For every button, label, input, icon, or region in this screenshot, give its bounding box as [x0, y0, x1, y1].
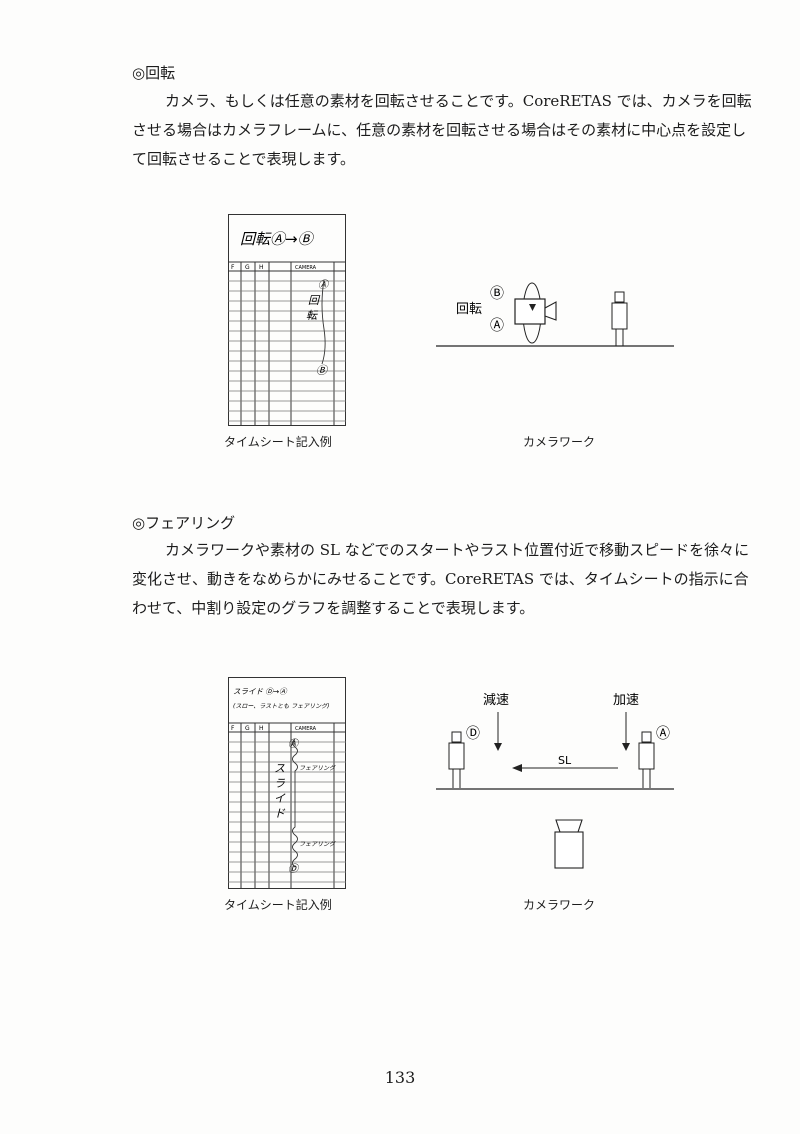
timesheet-caption-2: タイムシート記入例: [224, 898, 332, 912]
page-number: 133: [384, 1068, 416, 1087]
mark-i: イ: [274, 792, 286, 805]
decel-arrow-icon: [494, 743, 502, 751]
mark-b: Ⓑ: [316, 364, 329, 377]
mark-su: ス: [274, 762, 285, 775]
camera-topdown-icon: [554, 819, 584, 869]
accel-label: 加速: [613, 693, 639, 708]
col-f: F: [231, 264, 235, 271]
camerawork-rotation: 回転 Ⓑ Ⓐ: [436, 282, 674, 347]
fairing-note-top: フェアリング: [299, 764, 336, 772]
section-heading-fairing: ◎フェアリング: [132, 514, 236, 532]
col-camera: CAMERA: [295, 265, 317, 271]
marker-d: Ⓓ: [466, 726, 480, 742]
person-figure-right-icon: [638, 731, 655, 788]
timesheet-title: 回転Ⓐ→Ⓑ: [240, 230, 315, 248]
mark-d: Ⓓ: [288, 863, 300, 875]
marker-a: Ⓐ: [490, 318, 504, 334]
section-body-fairing: カメラワークや素材の SL などでのスタートやラスト位置付近で移動スピードを徐々…: [132, 541, 750, 617]
camera-body-icon: [514, 298, 546, 325]
mark-a: Ⓐ: [318, 279, 330, 291]
col-f: F: [231, 725, 235, 732]
timesheet-caption-1: タイムシート記入例: [224, 435, 332, 449]
mark-a: Ⓐ: [288, 738, 300, 750]
sl-label: SL: [558, 754, 572, 767]
mark-ra: ラ: [274, 777, 285, 790]
section-heading-rotation: ◎回転: [132, 64, 176, 82]
camera-lens-icon: [544, 301, 557, 321]
timesheet-note-1: スライド Ⓓ→Ⓐ: [233, 687, 288, 696]
rotation-arrow-icon: [529, 304, 536, 311]
timesheet-rotation: 回転Ⓐ→Ⓑ F G H CAMERA Ⓐ 回 転 Ⓑ: [228, 214, 346, 426]
section-body-rotation: カメラ、もしくは任意の素材を回転させることです。CoreRETAS では、カメラ…: [132, 92, 752, 168]
mark-ten: 転: [306, 309, 319, 322]
fairing-note-bottom: フェアリング: [299, 840, 336, 848]
person-figure-left-icon: [448, 731, 465, 788]
mark-do: ド: [274, 807, 286, 820]
camerawork-caption-1: カメラワーク: [523, 435, 596, 449]
mark-kai: 回: [308, 294, 321, 307]
marker-a: Ⓐ: [656, 726, 670, 742]
col-g: G: [245, 264, 250, 271]
sl-arrow-icon: [512, 764, 522, 772]
timesheet-note-2: (スロー、ラストとも フェアリング): [233, 702, 329, 710]
col-g: G: [245, 725, 250, 732]
col-h: H: [259, 264, 264, 271]
camerawork-fairing: 減速 加速 Ⓓ Ⓐ SL: [436, 692, 674, 869]
rotation-label: 回転: [456, 302, 482, 317]
marker-b: Ⓑ: [490, 286, 504, 302]
timesheet-fairing: スライド Ⓓ→Ⓐ (スロー、ラストとも フェアリング) F G H CAMERA…: [228, 677, 346, 889]
accel-arrow-icon: [622, 743, 630, 751]
col-camera: CAMERA: [295, 726, 317, 732]
decel-label: 減速: [483, 692, 509, 708]
person-figure-icon: [611, 291, 628, 346]
rotation-stroke: [321, 279, 326, 365]
col-h: H: [259, 725, 264, 732]
fairing-stroke: [292, 738, 298, 868]
camerawork-caption-2: カメラワーク: [523, 898, 596, 912]
